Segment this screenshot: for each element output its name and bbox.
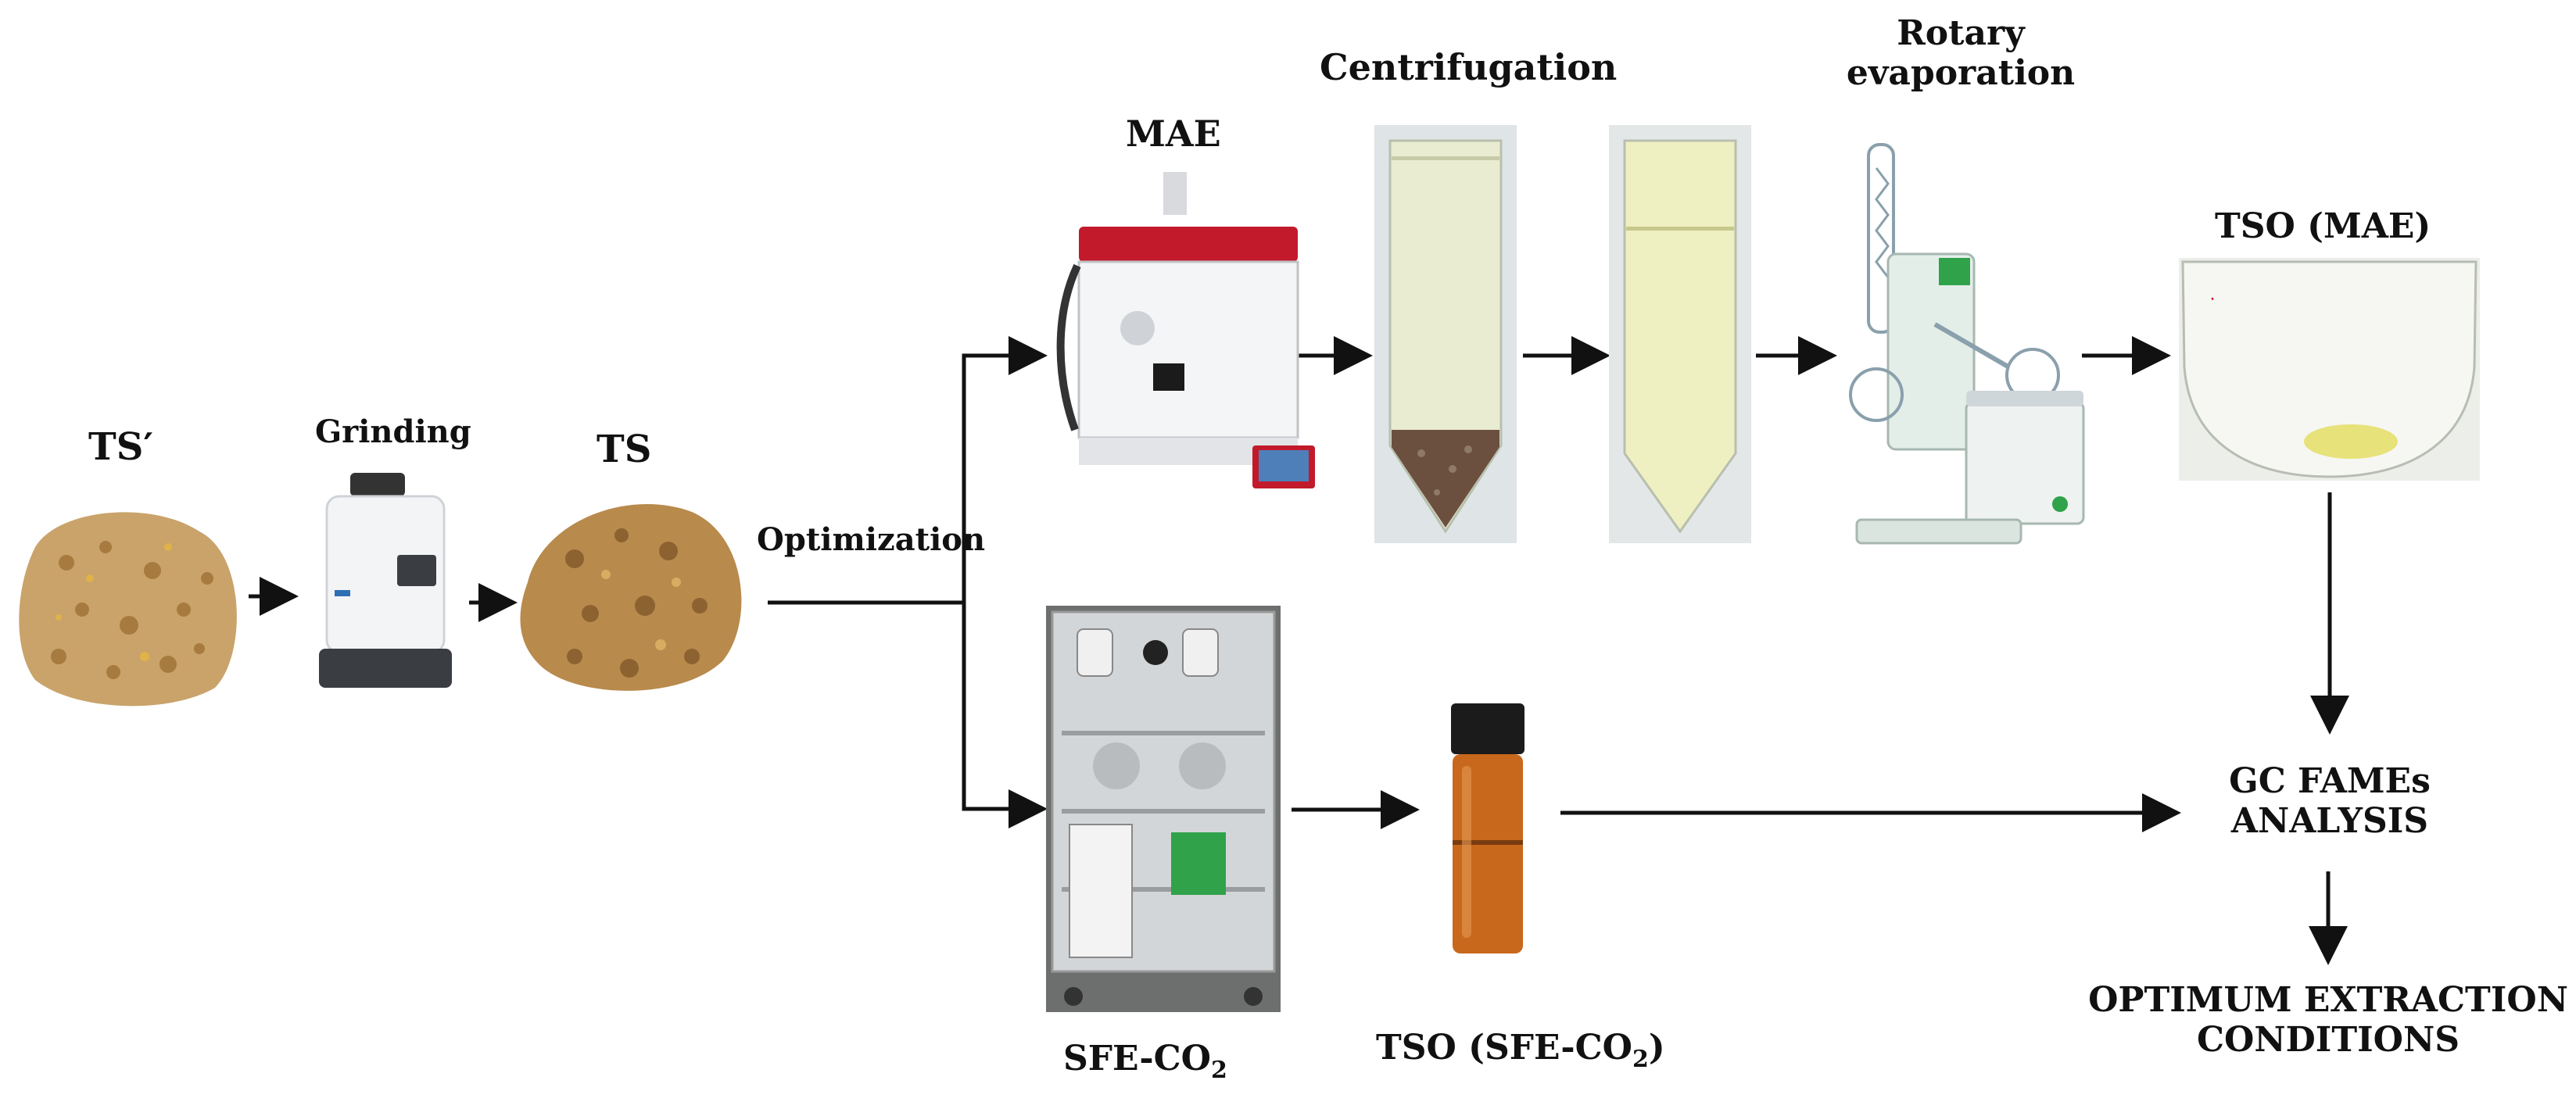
- centrifuge-tube-clear-icon: [1609, 125, 1751, 543]
- label-tso-sfe-main: TSO (SFE-CO: [1376, 1028, 1632, 1068]
- label-centrifugation: Centrifugation: [1320, 46, 1618, 88]
- label-tso-mae: TSO (MAE): [2215, 206, 2431, 246]
- label-rotary-line1: Rotary: [1897, 13, 2025, 53]
- label-tso-sfe-sub: 2: [1632, 1045, 1649, 1073]
- label-tso-sfe: TSO (SFE-CO2): [1376, 1028, 1665, 1073]
- centrifuge-tube-pellet-icon: [1374, 125, 1517, 543]
- label-optimum-conditions: OPTIMUM EXTRACTION CONDITIONS: [2088, 980, 2568, 1060]
- label-gc-line2: ANALYSIS: [2230, 800, 2429, 841]
- label-opt-line2: CONDITIONS: [2197, 1019, 2460, 1060]
- label-grinding: Grinding: [315, 413, 471, 450]
- label-sfe-sub: 2: [1210, 1056, 1227, 1084]
- label-sfe-main: SFE-CO: [1063, 1039, 1211, 1079]
- rotary-evaporator-icon: [1849, 143, 2085, 545]
- label-rotary-evaporation: Rotary evaporation: [1846, 13, 2076, 93]
- label-tso-sfe-close: ): [1648, 1028, 1665, 1068]
- ground-seed-pile-icon: [520, 504, 742, 691]
- branch-to-sfe: [962, 603, 1048, 828]
- branch-to-mae: [962, 336, 1048, 603]
- sfe-co2-unit-icon: [1046, 606, 1281, 1012]
- label-optimization: Optimization: [757, 521, 986, 558]
- label-ts: TS: [597, 428, 652, 471]
- round-flask-oil-icon: ·: [2179, 258, 2480, 481]
- microwave-extractor-icon: [1056, 172, 1315, 488]
- label-opt-line1: OPTIMUM EXTRACTION: [2088, 980, 2568, 1020]
- seed-pile-icon: [19, 512, 237, 707]
- label-sfe-co2: SFE-CO2: [1063, 1039, 1227, 1084]
- label-ts-prime: TS′: [88, 425, 154, 469]
- label-gc-line1: GC FAMEs: [2229, 761, 2431, 801]
- grinder-icon: [319, 473, 452, 688]
- label-gc-fames: GC FAMEs ANALYSIS: [2229, 761, 2431, 841]
- amber-vial-icon: [1451, 703, 1524, 953]
- label-mae: MAE: [1126, 113, 1221, 155]
- label-rotary-line2: evaporation: [1846, 52, 2076, 93]
